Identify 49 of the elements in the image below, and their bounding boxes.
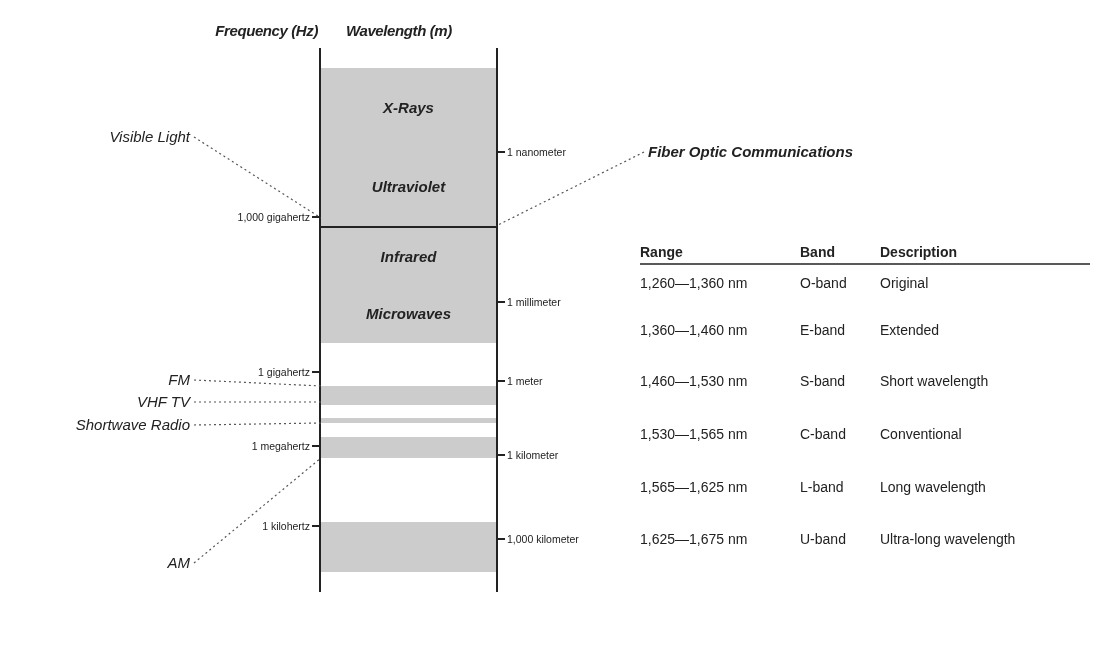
spectrum-band [321,226,496,343]
leader-line [193,422,322,426]
column-header: Range [640,244,683,260]
range-value: 1,565—1,625 nm [640,479,748,495]
range-value: 1,530—1,565 nm [640,426,748,442]
spectrum-band [321,437,496,458]
band-label: Infrared [380,247,437,266]
axis-title: Frequency (Hz) [215,22,318,39]
callout-label: FM [168,371,190,389]
scale-label: 1 megahertz [251,440,310,452]
band-label: X-Rays [383,98,434,117]
band-description: Long wavelength [880,479,986,495]
scale-label: 1 millimeter [507,296,561,308]
callout-label: VHF TV [136,393,190,411]
column-header: Description [880,244,957,260]
spectrum-band [321,386,496,405]
band-code: O-band [800,275,847,291]
callout-label: AM [167,554,190,572]
band-description: Conventional [880,426,962,442]
band-code: U-band [800,531,846,547]
scale-label: 1 nanometer [507,146,566,158]
column-header: Band [800,244,835,260]
callout-label: Shortwave Radio [75,416,190,434]
scale-label: 1,000 kilometer [507,533,579,545]
range-value: 1,625—1,675 nm [640,531,748,547]
range-value: 1,360—1,460 nm [640,322,748,338]
range-value: 1,260—1,360 nm [640,275,748,291]
axis-title: Wavelength (m) [346,22,452,39]
leader-line [193,379,322,387]
band-code: S-band [800,373,846,389]
range-value: 1,460—1,530 nm [640,373,748,389]
band-label: Ultraviolet [371,177,446,196]
leader-line [193,457,322,564]
band-code: E-band [800,322,846,338]
band-description: Short wavelength [880,373,989,389]
spectrum-band [321,68,496,226]
band-description: Original [880,275,929,291]
leader-line [193,401,322,403]
band-label: Microwaves [365,305,451,324]
callout-label: Fiber Optic Communications [648,143,854,161]
band-description: Extended [880,322,940,338]
spectrum-band [321,418,496,423]
scale-label: 1 gigahertz [258,366,310,378]
band-code: C-band [800,426,846,442]
callout-label: Visible Light [109,128,190,146]
band-description: Ultra-long wavelength [880,531,1016,547]
scale-label: 1,000 gigahertz [237,211,310,223]
band-code: L-band [800,479,844,495]
spectrum-band [321,522,496,572]
